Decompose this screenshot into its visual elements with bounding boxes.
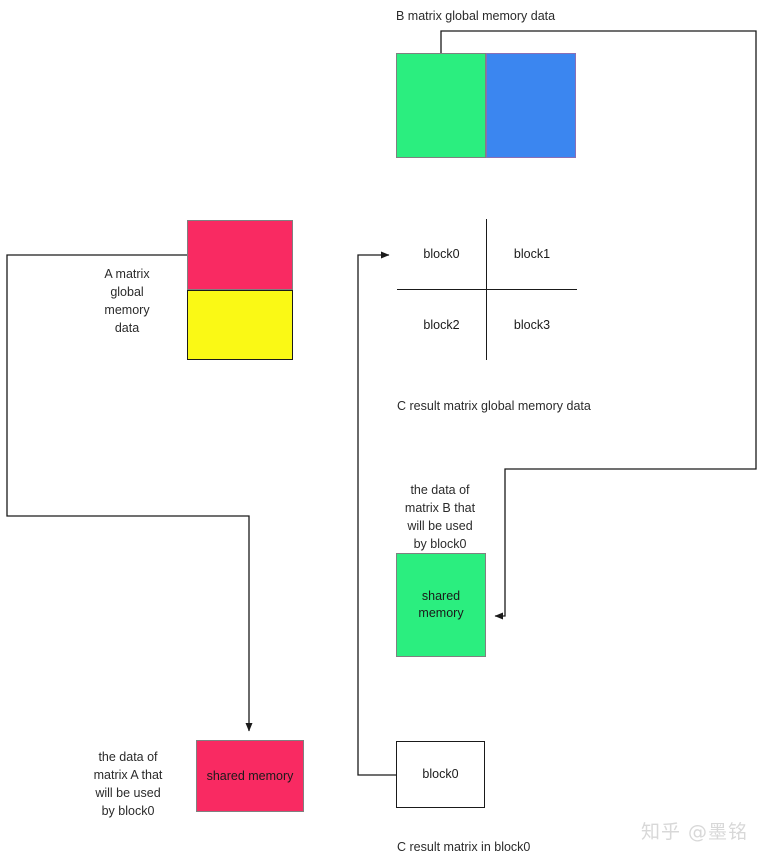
b-matrix-right-half [486, 53, 576, 158]
c-matrix-title: C result matrix global memory data [397, 399, 591, 413]
b-matrix-title: B matrix global memory data [396, 9, 556, 23]
a-shared-memory-box: shared memory [196, 740, 304, 812]
c-block-cell-1-label: block1 [513, 247, 551, 261]
a-matrix-bottom-half [187, 290, 293, 360]
c-block-cell-3-label: block3 [513, 318, 551, 332]
b-shared-memory-text: shared memory [418, 589, 464, 620]
c-block0-label: block0 [422, 767, 459, 782]
c-block-cell-0-label: block0 [423, 247, 460, 261]
c-block0-box[interactable]: block0 [396, 741, 485, 808]
c-block-cell-3[interactable]: block3 [487, 290, 577, 360]
c-block-cell-1[interactable]: block1 [487, 219, 577, 290]
a-shared-memory-label: the data of matrix A that will be used b… [93, 750, 163, 819]
c-block0-title: C result matrix in block0 [397, 840, 531, 854]
watermark: 知乎 @墨铭 [640, 821, 748, 843]
a-shared-memory-text: shared memory [206, 768, 294, 783]
c-block-cell-0[interactable]: block0 [397, 219, 487, 290]
b-matrix-left-half [396, 53, 486, 158]
b-shared-memory-label: the data of matrix B that will be used b… [404, 483, 476, 552]
b-shared-memory-box: shared memory [396, 553, 486, 657]
c-block-cell-2-label: block2 [423, 318, 460, 332]
a-matrix-label: A matrix global memory data [104, 267, 150, 336]
a-matrix-top-half [187, 220, 293, 290]
c-block-cell-2[interactable]: block2 [397, 290, 487, 360]
